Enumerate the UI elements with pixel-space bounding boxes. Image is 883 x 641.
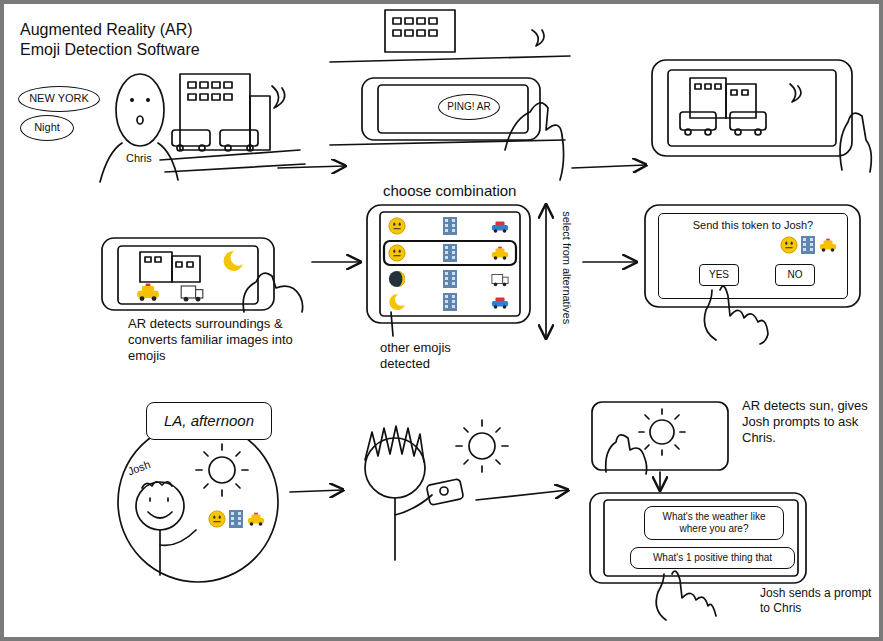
leader-note: other emojis detected — [380, 340, 484, 372]
ping-bubble: PING! AR — [438, 94, 500, 120]
place-oval: NEW YORK — [18, 86, 100, 112]
node-text: NO — [788, 269, 803, 281]
prompt-box: What's the weather like where you are? — [644, 506, 784, 540]
node-text: LA, afternoon — [164, 412, 254, 430]
diagram-title: Augmented Reality (AR) Emoji Detection S… — [20, 20, 232, 59]
node-text: YES — [709, 269, 729, 281]
yes-button: YES — [699, 264, 739, 286]
person-name: Chris — [126, 152, 166, 165]
step-note: AR detects sun, gives Josh prompts to as… — [742, 398, 868, 446]
side-note: select from alternatives — [559, 188, 572, 348]
step-note: Josh sends a prompt to Chris — [760, 586, 872, 615]
node-text: PING! AR — [447, 101, 490, 113]
node-text: What's the weather like where you are? — [649, 511, 779, 535]
prompt-box: What's 1 positive thing that — [630, 547, 795, 569]
place-banner: LA, afternoon — [146, 402, 272, 440]
node-text: What's 1 positive thing that — [653, 552, 772, 564]
node-text: Night — [34, 121, 60, 134]
dialog-screen: Send this token to Josh? YES NO — [658, 213, 848, 299]
step-note: AR detects surroundings & converts famil… — [128, 316, 296, 364]
time-oval: Night — [20, 115, 74, 141]
node-text: Send this token to Josh? — [693, 219, 813, 232]
no-button: NO — [775, 264, 815, 286]
step-heading: choose combination — [383, 182, 543, 200]
node-text: NEW YORK — [29, 92, 89, 105]
